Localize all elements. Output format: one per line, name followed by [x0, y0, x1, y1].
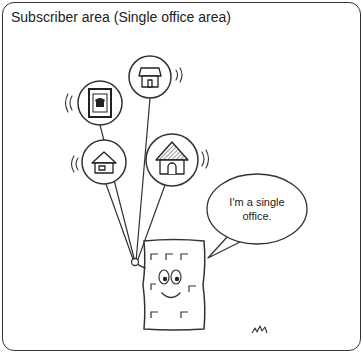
area-frame: Subscriber area (Single office area) I'm … — [2, 2, 361, 351]
house-icon — [139, 68, 161, 87]
speech-text: I'm a single office. — [206, 173, 308, 245]
speech-bubble: I'm a single office. — [206, 173, 308, 245]
house-icon — [156, 142, 188, 174]
area-heading: Subscriber area (Single office area) — [11, 9, 231, 25]
grass — [252, 326, 267, 333]
house-icon — [92, 152, 116, 173]
office-character — [132, 240, 205, 331]
balloons — [78, 56, 198, 186]
telephone-icon — [89, 89, 111, 117]
bubble-outline — [206, 173, 308, 245]
motion-marks — [66, 68, 209, 172]
